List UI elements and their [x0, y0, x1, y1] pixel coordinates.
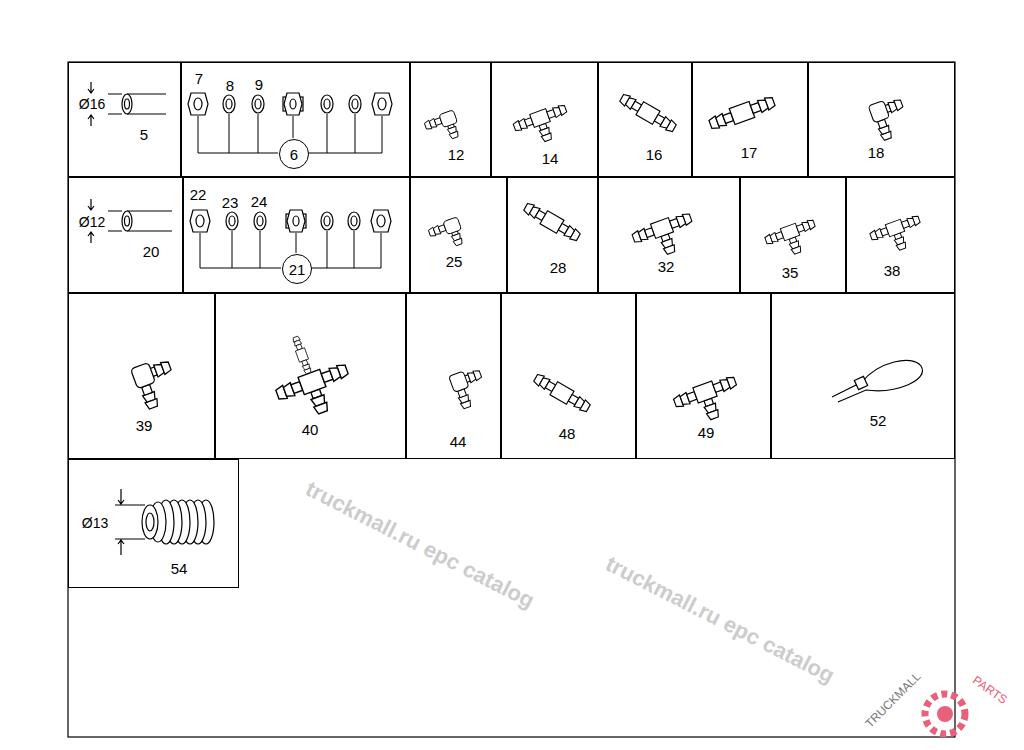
logo-gear [925, 694, 965, 734]
callout-number: 48 [559, 426, 576, 441]
watermark: truckmall.ru epc catalog [602, 553, 837, 688]
callout-number: 24 [251, 194, 268, 209]
catalog-cell: Ø13 54 [68, 459, 239, 588]
logo-text: PARTS [971, 674, 1010, 706]
catalog-cell: 38 [846, 177, 955, 293]
catalog-cell: 7 8 9 6 [181, 62, 410, 177]
cable-tie-52 [832, 360, 922, 402]
callout-number: 38 [884, 263, 901, 278]
callout-number: 17 [741, 145, 758, 160]
watermark: truckmall.ru epc catalog [302, 478, 537, 613]
catalog-cell: 48 [501, 293, 636, 459]
callout-number: 40 [302, 422, 319, 437]
catalog-cell: 16 [598, 62, 692, 177]
callout-number: 44 [450, 434, 467, 449]
callout-number: 52 [870, 413, 887, 428]
dimension-label: Ø12 [79, 215, 105, 229]
catalog-cell: 52 [771, 293, 955, 459]
catalog-cell: 44 [406, 293, 501, 459]
callout-number: 8 [226, 78, 234, 93]
callout-number: 7 [195, 71, 203, 86]
callout-number: 14 [542, 151, 559, 166]
dimension-label: Ø13 [82, 516, 108, 530]
logo-text: TRUCKMALL [863, 670, 923, 730]
callout-number: 39 [136, 418, 153, 433]
callout-number: 6 [290, 147, 298, 162]
callout-number: 12 [448, 147, 465, 162]
catalog-cell: 28 [507, 177, 598, 293]
catalog-cell: 40 [215, 293, 406, 459]
dimension-label: Ø16 [79, 97, 105, 111]
catalog-cell: 14 [491, 62, 598, 177]
catalog-cell: 17 [692, 62, 808, 177]
callout-circle: 6 [279, 139, 309, 169]
catalog-cell: Ø16 5 [68, 62, 181, 177]
callout-circle: 21 [282, 254, 312, 284]
catalog-cell: Ø12 20 [68, 177, 183, 293]
callout-number: 18 [868, 145, 885, 160]
callout-number: 49 [698, 425, 715, 440]
callout-number: 5 [140, 127, 148, 142]
catalog-cell: 35 [740, 177, 846, 293]
callout-number: 28 [550, 260, 567, 275]
bellows-54 [115, 489, 214, 555]
callout-number: 20 [143, 244, 160, 259]
callout-number: 35 [782, 265, 799, 280]
callout-number: 9 [255, 77, 263, 92]
callout-number: 25 [446, 254, 463, 269]
catalog-cell: 49 [636, 293, 771, 459]
catalog-cell: 22 23 24 21 [183, 177, 410, 293]
callout-number: 23 [222, 195, 239, 210]
callout-number: 16 [646, 147, 663, 162]
catalog-cell: 39 [68, 293, 215, 459]
frame [68, 62, 955, 737]
catalog-cell: 12 [410, 62, 491, 177]
catalog-cell: 25 [410, 177, 507, 293]
callout-number: 21 [289, 262, 306, 277]
callout-number: 22 [190, 187, 207, 202]
callout-number: 54 [171, 561, 188, 576]
catalog-cell: 18 [808, 62, 955, 177]
catalog-cell: 32 [598, 177, 740, 293]
callout-number: 32 [658, 259, 675, 274]
